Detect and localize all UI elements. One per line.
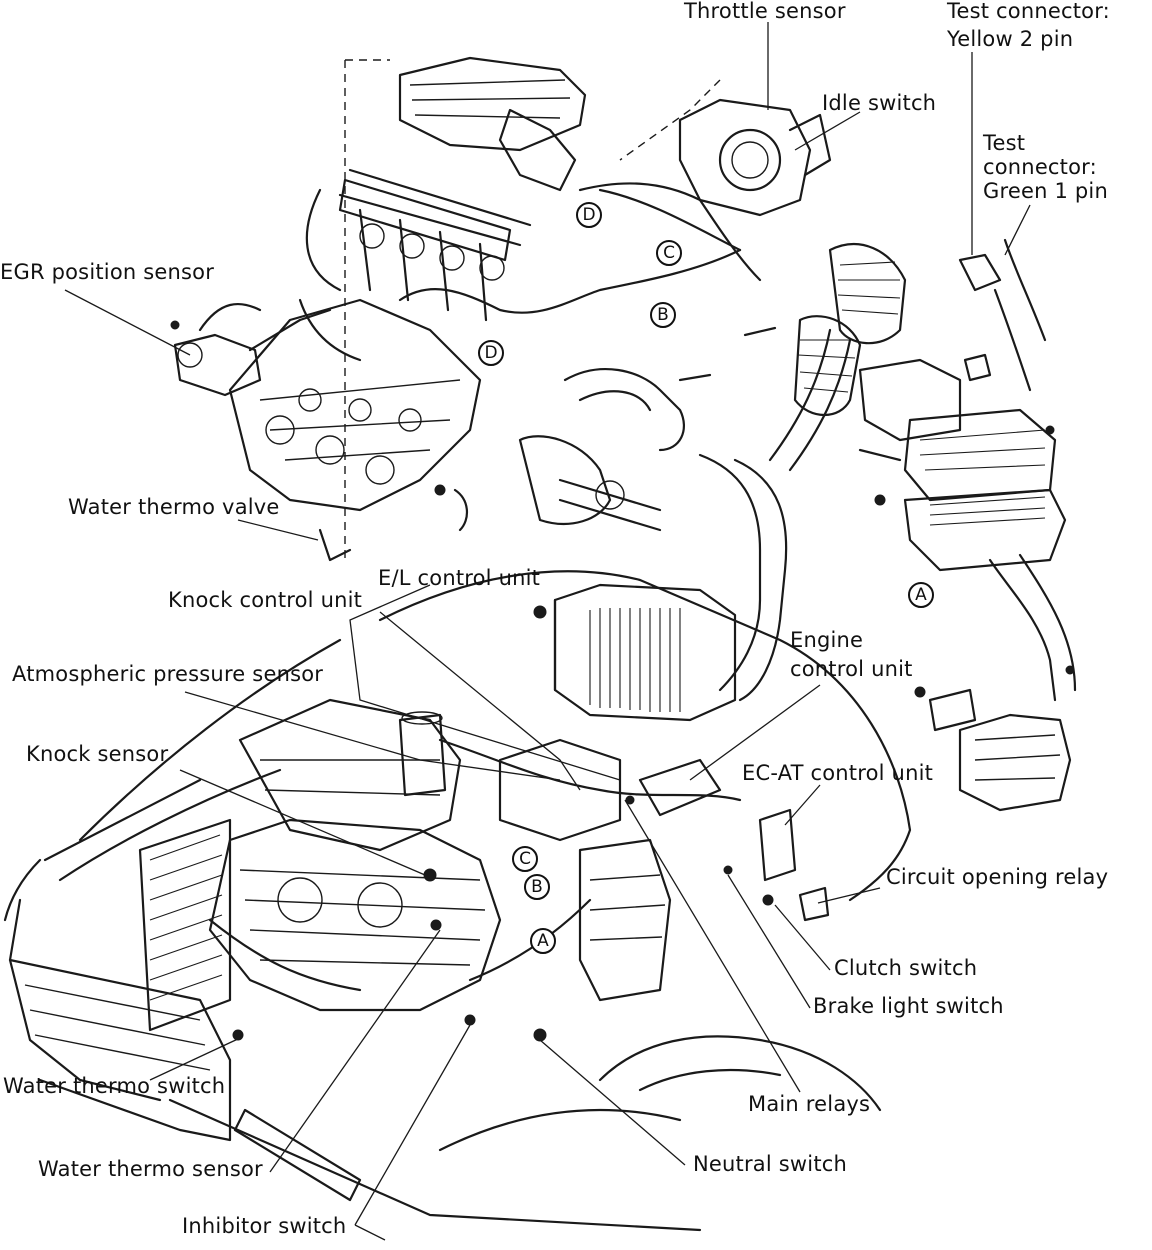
test-connector-green-label: Test <box>983 131 1026 155</box>
leader-lines <box>64 22 1031 1241</box>
brake-light-switch-label: Brake light switch <box>813 994 1004 1018</box>
callout-d-upper: D <box>576 202 602 228</box>
callout-d-lower: D <box>478 340 504 366</box>
clutch-switch-label: Clutch switch <box>834 956 978 980</box>
main-relays-label: Main relays <box>748 1092 871 1116</box>
callout-a-lower: A <box>530 928 556 954</box>
callout-c-upper: C <box>656 240 682 266</box>
test-connector-green-pin-label: Green 1 pin <box>983 179 1108 203</box>
test-connector-green-sub-label: connector: <box>983 155 1097 179</box>
throttle-sensor-label: Throttle sensor <box>684 0 846 23</box>
inhibitor-switch-label: Inhibitor switch <box>182 1214 347 1238</box>
ec-at-control-unit-label: EC-AT control unit <box>742 761 934 785</box>
vehicle-body-outline <box>3 570 912 1232</box>
callout-b-lower: B <box>524 874 550 900</box>
test-connector-yellow-label: Test connector: <box>947 0 1110 23</box>
atmospheric-pressure-sensor-label: Atmospheric pressure sensor <box>12 662 324 686</box>
idle-switch-label: Idle switch <box>822 91 937 115</box>
neutral-switch-label: Neutral switch <box>693 1152 848 1176</box>
air-intake-system <box>793 243 1077 812</box>
engine-control-unit-label: Engine <box>790 628 864 652</box>
callout-c-lower: C <box>512 846 538 872</box>
engine-control-unit-sub-label: control unit <box>790 657 913 681</box>
knock-sensor-label: Knock sensor <box>26 742 169 766</box>
water-thermo-sensor-label: Water thermo sensor <box>38 1157 263 1181</box>
knock-control-unit-label: Knock control unit <box>168 588 363 612</box>
throttle-body-assembly <box>598 98 832 282</box>
small-fittings <box>170 238 1075 698</box>
engine-bay <box>138 698 830 1042</box>
test-connector-yellow-sub-label: Yellow 2 pin <box>947 27 1074 51</box>
el-control-unit-label: E/L control unit <box>378 566 541 590</box>
egr-position-sensor-label: EGR position sensor <box>0 260 215 284</box>
water-thermo-valve-label: Water thermo valve <box>68 495 280 519</box>
callout-b-upper: B <box>650 302 676 328</box>
callout-a-upper: A <box>908 582 934 608</box>
water-thermo-switch-label: Water thermo switch <box>3 1074 226 1098</box>
intake-manifold-assembly <box>173 56 742 560</box>
intercooler-assembly <box>518 328 852 722</box>
circuit-opening-relay-label: Circuit opening relay <box>886 865 1109 889</box>
